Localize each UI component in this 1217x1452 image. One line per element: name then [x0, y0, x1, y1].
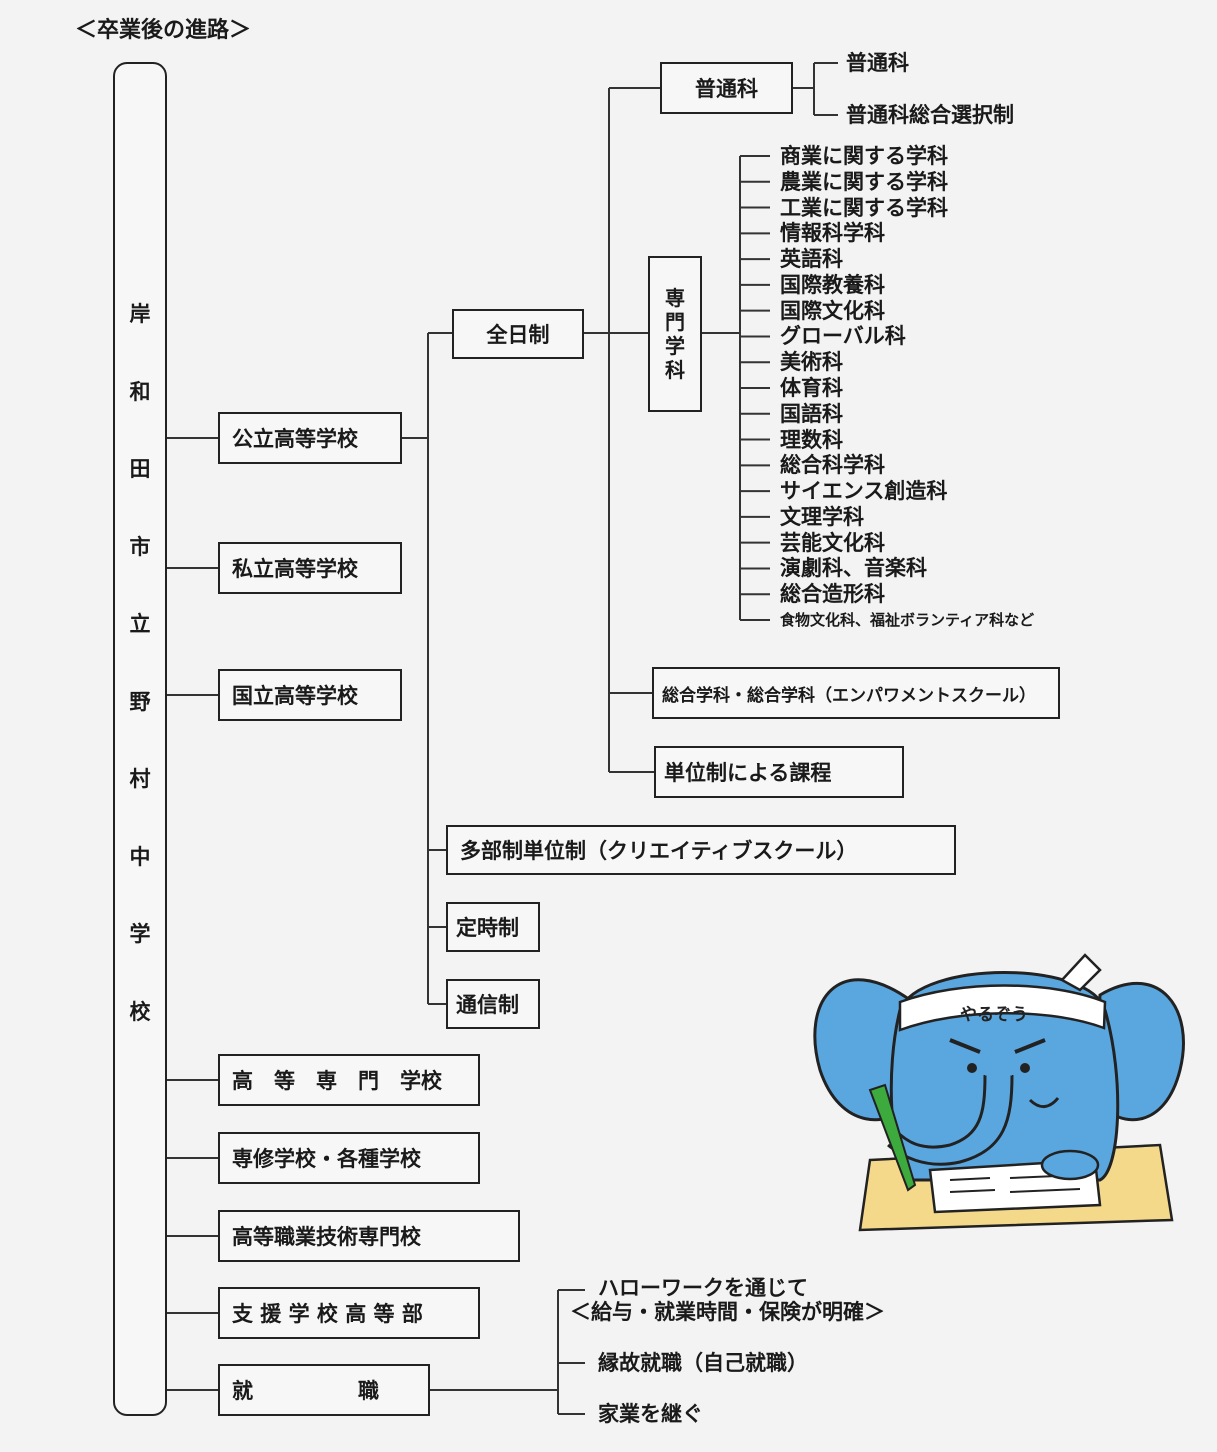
specialized-subject-label: サイエンス創造科 [780, 479, 948, 504]
school-name-char: 和 [129, 379, 151, 404]
employment-box: 就 職 [218, 1364, 430, 1416]
general-sub-label: 普通科総合選択制 [846, 103, 1014, 127]
school-name-char: 野 [129, 689, 151, 714]
specialized-subject-label: 農業に関する学科 [780, 169, 948, 194]
specialized-subject-label: 国語科 [780, 401, 843, 426]
specialized-subject-label: 総合科学科 [780, 453, 885, 478]
general-sub-label: 普通科 [846, 51, 909, 75]
elephant-mascot-icon: やるぞう [800, 940, 1195, 1244]
specialized-subject-label: 文理学科 [780, 504, 864, 529]
specialized-subject-label: 国際文化科 [780, 298, 885, 323]
school-root-box [113, 62, 167, 1416]
specialized-school-box: 専修学校・各種学校 [218, 1132, 480, 1184]
technical-college-box: 高 等 専 門 学校 [218, 1054, 480, 1106]
headband-text: やるぞう [960, 1005, 1028, 1025]
employment-sub-label: 家業を継ぐ [598, 1402, 703, 1426]
specialized-subject-label: 英語科 [780, 247, 843, 272]
support-school-box: 支 援 学 校 高 等 部 [218, 1287, 480, 1339]
school-name-char: 中 [129, 844, 151, 869]
specialized-subject-label: 演劇科、音楽科 [780, 556, 927, 581]
public-high-school-box: 公立高等学校 [218, 412, 402, 464]
specialized-subject-label: 情報科学科 [780, 221, 885, 246]
specialized-char: 科 [665, 358, 685, 382]
fulltime-box: 全日制 [452, 309, 584, 359]
national-high-school-box: 国立高等学校 [218, 669, 402, 721]
specialized-char: 専 [665, 286, 685, 310]
school-name-char: 学 [129, 922, 151, 946]
specialized-subject-label: 美術科 [780, 350, 843, 375]
specialized-subject-label: 国際教養科 [780, 272, 885, 297]
specialized-subject-label: グローバル科 [780, 324, 906, 349]
specialized-subject-label: 体育科 [780, 376, 843, 400]
integrated-course-box: 総合学科・総合学科（エンパワメントスクール） [652, 667, 1060, 719]
school-name-char: 田 [129, 457, 151, 481]
parttime-box: 定時制 [446, 902, 540, 952]
specialized-subject-label: 総合造形科 [780, 582, 885, 607]
credit-course-box: 単位制による課程 [654, 746, 904, 798]
school-name-char: 校 [129, 999, 151, 1024]
vocational-school-box: 高等職業技術専門校 [218, 1210, 520, 1262]
school-name-char: 立 [129, 612, 151, 636]
employment-sub-label: ＜給与・就業時間・保険が明確＞ [570, 1300, 885, 1324]
general-course-box: 普通科 [660, 62, 793, 114]
specialized-course-box: 専 門 学 科 [648, 256, 702, 412]
school-name-char: 岸 [129, 302, 151, 326]
page-title: ＜卒業後の進路＞ [75, 18, 252, 43]
specialized-char: 学 [665, 334, 685, 358]
specialized-subject-label: 芸能文化科 [780, 530, 885, 555]
correspondence-box: 通信制 [446, 979, 540, 1029]
private-high-school-box: 私立高等学校 [218, 542, 402, 594]
specialized-subject-label: 商業に関する学科 [780, 144, 948, 168]
employment-sub-label: ハローワークを通じて [598, 1276, 808, 1300]
specialized-char: 門 [665, 310, 685, 334]
specialized-subject-label: 食物文化科、福祉ボランティア科など [780, 611, 1035, 629]
specialized-subject-label: 工業に関する学科 [780, 195, 948, 220]
school-name-char: 村 [129, 767, 151, 791]
employment-sub-label: 縁故就職（自己就職） [598, 1351, 808, 1375]
multipart-box: 多部制単位制（クリエイティブスクール） [446, 825, 956, 875]
specialized-subject-label: 理数科 [780, 427, 843, 452]
school-name-char: 市 [129, 534, 151, 559]
